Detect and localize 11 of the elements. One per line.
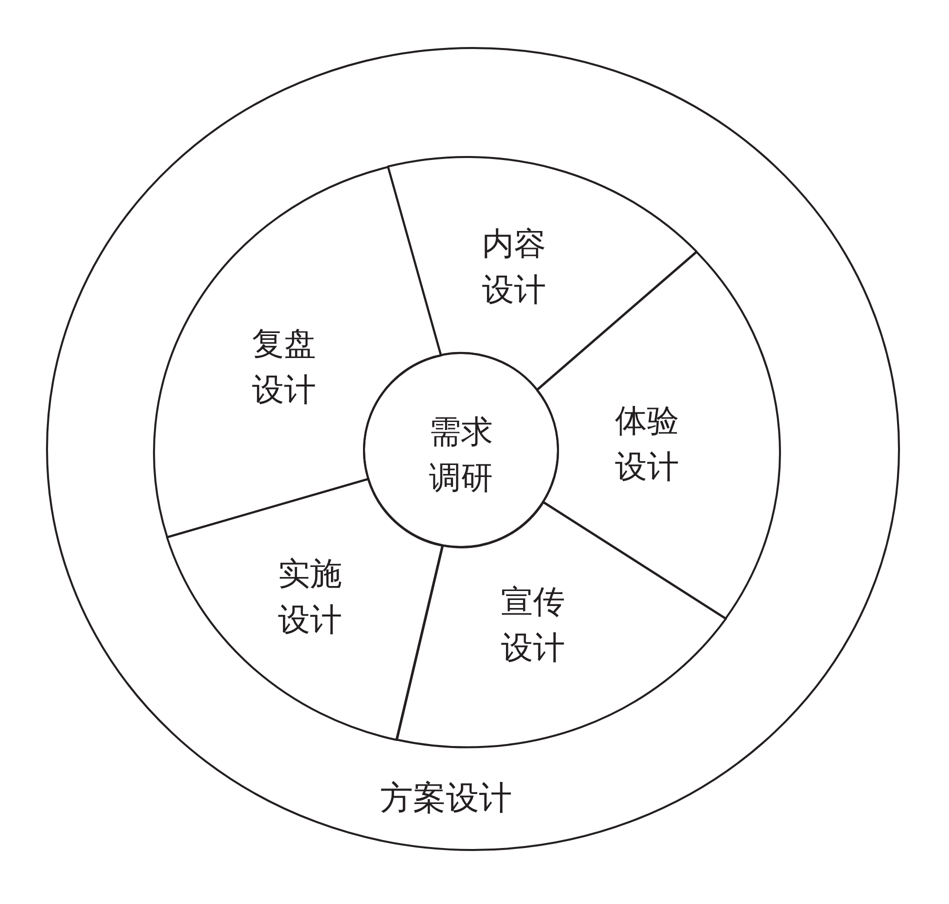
- ring-label: 方案设计: [380, 780, 512, 820]
- segment-label: 复盘设计: [250, 324, 317, 410]
- segment-label: 体验设计: [614, 402, 680, 487]
- segment-label: 实施设计: [276, 554, 343, 640]
- outer-ring: [45, 46, 901, 852]
- ring-segment: [394, 500, 728, 749]
- segment-label: 宣传设计: [500, 582, 566, 668]
- segment-label: 内容设计: [480, 224, 547, 310]
- center-label: 需求调研: [428, 412, 494, 498]
- ring-segment: [386, 155, 699, 392]
- center-circle: [362, 351, 560, 549]
